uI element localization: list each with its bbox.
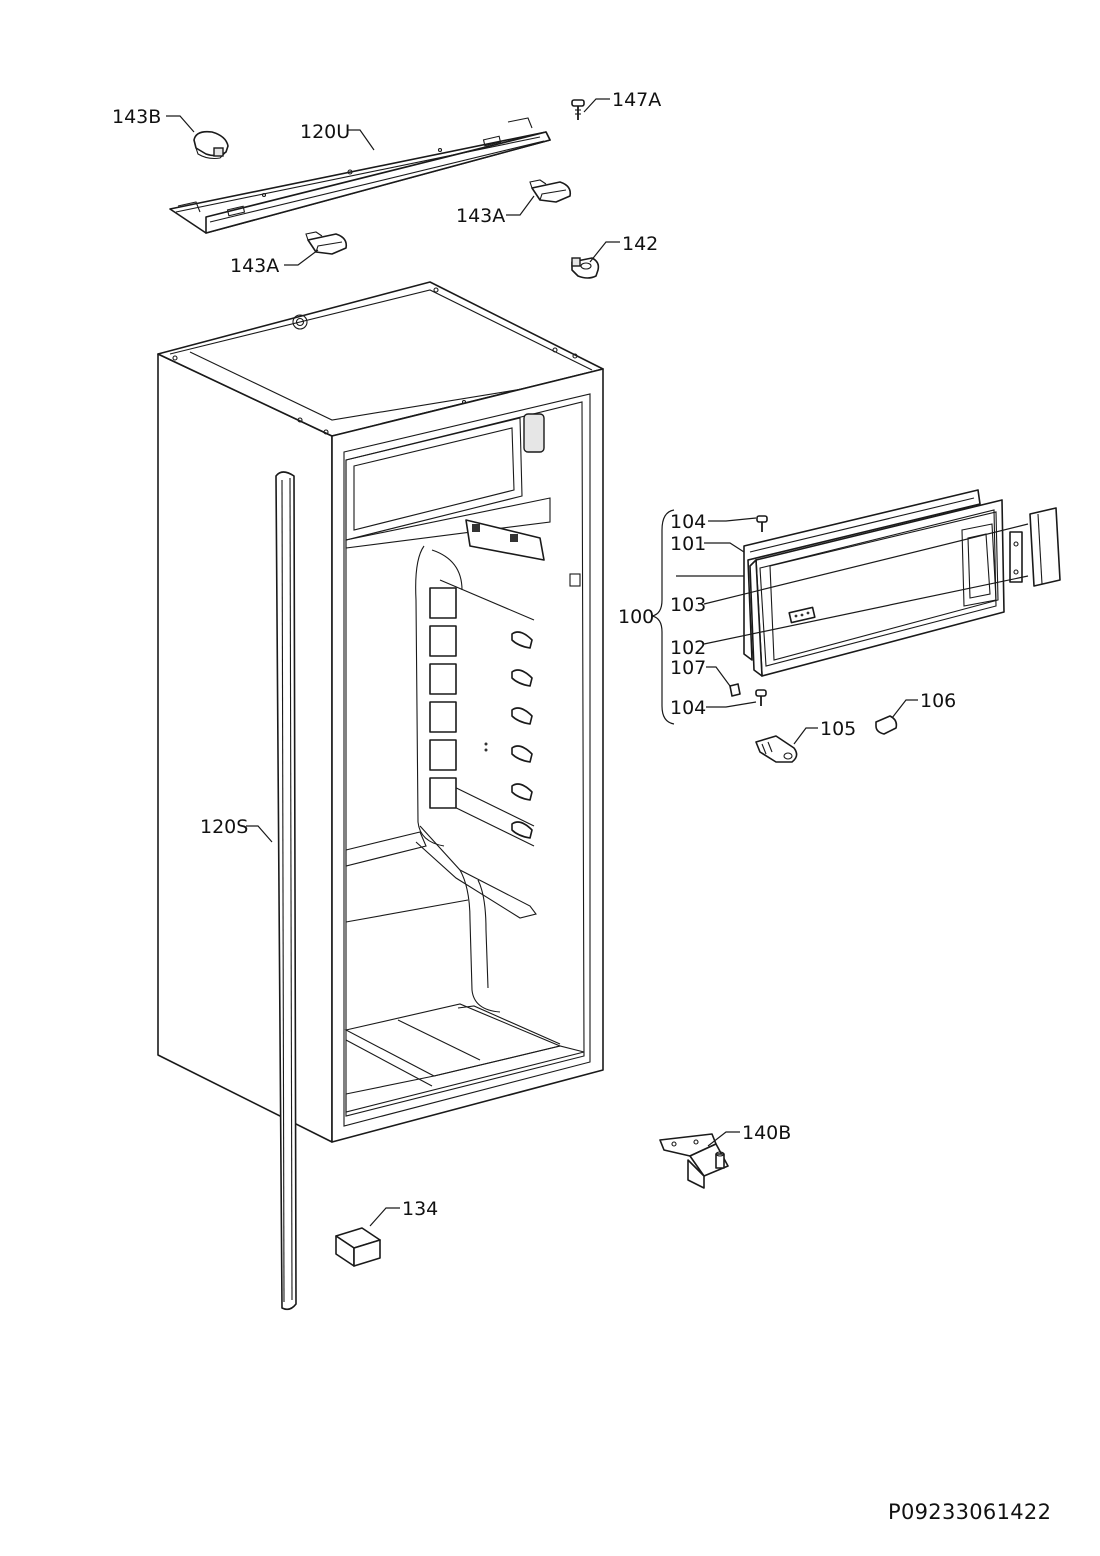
label-107: 107 [670, 657, 706, 679]
part-labels: 143B 120U 147A 143A 143A 142 100 104 101… [112, 89, 956, 1220]
part-147A-screw [571, 99, 585, 120]
label-104-bottom: 104 [670, 697, 706, 719]
part-120S-door-frame-strip [275, 471, 297, 1311]
label-142: 142 [622, 233, 658, 255]
part-104-screw-bottom [755, 689, 767, 706]
part-104-screw-top [756, 515, 768, 532]
part-107-block [729, 683, 741, 697]
part-143A-cover-cap-right [529, 179, 572, 203]
label-120S: 120S [200, 816, 248, 838]
part-120U-top-cover [169, 117, 551, 234]
label-106: 106 [920, 690, 956, 712]
part-106-cap [875, 715, 898, 735]
leader-lines [166, 98, 918, 1227]
part-142-bushing [571, 257, 600, 279]
label-143A-left: 143A [230, 255, 279, 277]
label-104-top: 104 [670, 511, 706, 533]
label-143B: 143B [112, 106, 161, 128]
part-105-hinge-pin [755, 735, 798, 763]
label-102: 102 [670, 637, 706, 659]
label-143A-right: 143A [456, 205, 505, 227]
part-143B-hinge-cap [193, 130, 229, 160]
part-134-block [335, 1227, 381, 1267]
cabinet-body [157, 281, 604, 1143]
label-105: 105 [820, 718, 856, 740]
label-140B: 140B [742, 1122, 791, 1144]
label-100: 100 [618, 606, 654, 628]
document-id: P09233061422 [888, 1500, 1052, 1524]
part-140B-bottom-hinge [659, 1133, 729, 1189]
part-143A-cover-cap-left [305, 231, 348, 255]
label-103: 103 [670, 594, 706, 616]
label-147A: 147A [612, 89, 661, 111]
label-134: 134 [402, 1198, 438, 1220]
label-120U: 120U [300, 121, 350, 143]
label-101: 101 [670, 533, 706, 555]
part-100-freezer-door-assembly [676, 489, 1061, 677]
